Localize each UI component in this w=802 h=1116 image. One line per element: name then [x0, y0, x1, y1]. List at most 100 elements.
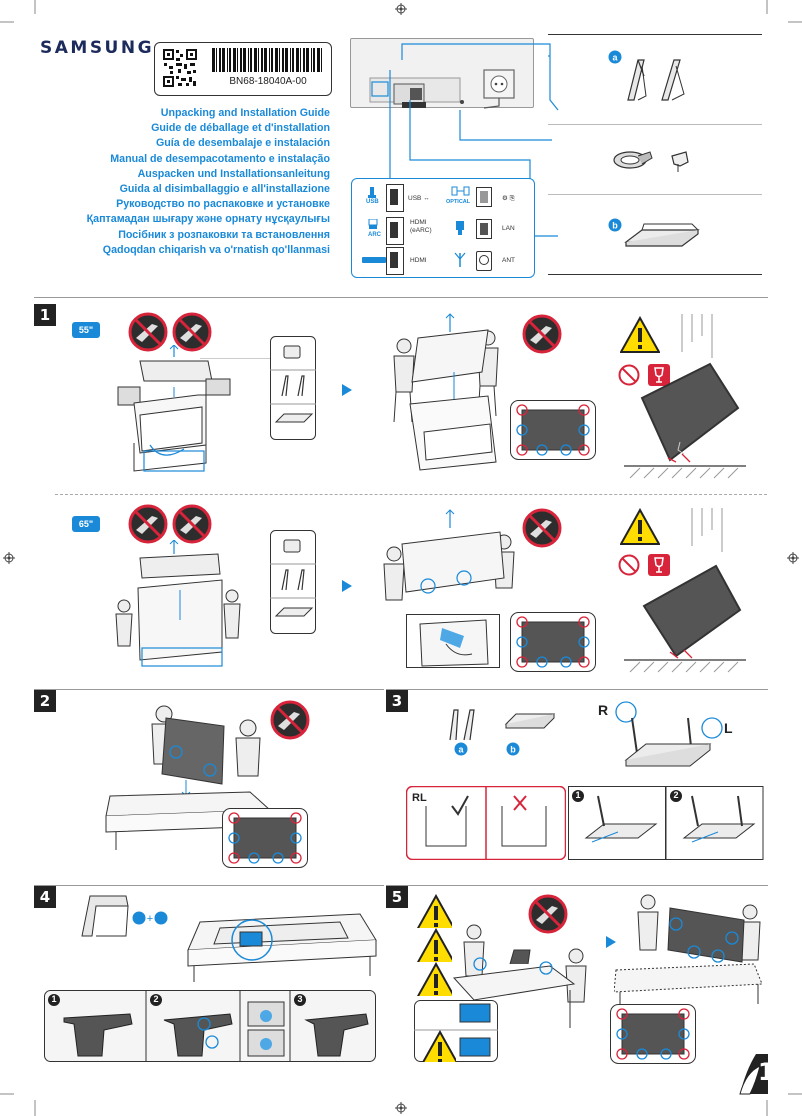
antenna-icon: [454, 252, 466, 267]
parts-divider-1: [548, 124, 762, 125]
page-number: 1: [758, 1058, 775, 1086]
next-arrow-icon: [342, 384, 352, 396]
hdmi-port: [386, 247, 404, 275]
part-a-plus-b-badges: +: [132, 911, 168, 925]
no-knife-icon: [270, 700, 310, 740]
settings-port-icon: ⚙ ⎘: [502, 195, 515, 202]
parts-divider-bottom: [548, 274, 762, 275]
hand-detail-65: [406, 614, 500, 668]
part-b-letter: b: [612, 221, 618, 231]
lifting-tv-65-illustration: [383, 509, 515, 601]
hdmi-earc-label-top: HDMI: [410, 219, 427, 226]
usb-icon: [368, 187, 376, 198]
power-outlet-icon: [483, 69, 515, 109]
box-unpack-55-illustration: [117, 345, 231, 472]
warning-icon: [416, 929, 452, 962]
place-tv-on-table-illustration: [105, 705, 272, 850]
part-a-badge: a: [454, 742, 468, 756]
no-knife-icon: [522, 508, 562, 548]
optical-port: [476, 187, 492, 207]
no-knife-icon: [128, 504, 168, 544]
arc-icon: [368, 219, 378, 229]
warning-icon: [416, 963, 452, 996]
arc-label: ARC: [368, 232, 381, 238]
ant-port: [476, 251, 492, 271]
parts-divider-2: [548, 194, 762, 195]
guide-title-3: Manual de desempacotamento e instalação: [110, 152, 330, 165]
stand-assembly-steps: [568, 786, 764, 860]
guide-title-7: Қаптамадан шығару және орнату нұсқаулығы: [86, 213, 330, 226]
no-knife-icon: [172, 504, 212, 544]
leg-orientation-box: [406, 786, 566, 860]
guide-title-2: Guía de desembalaje e instalación: [155, 137, 330, 150]
lan-port: [476, 219, 492, 239]
ant-label: ANT: [502, 257, 515, 264]
leader-line: [200, 358, 270, 359]
next-arrow-icon: [606, 936, 616, 948]
sub-step-1-label: 1: [575, 790, 581, 800]
rl-label: RL: [412, 792, 427, 804]
optical-label: OPTICAL: [446, 199, 471, 205]
usb-port-label: USB ↔: [408, 195, 430, 202]
stand-legs-icon: [627, 59, 685, 101]
hdmi-arc-port: [386, 217, 404, 245]
right-leg-label: R: [598, 702, 609, 718]
foam-corner-detail-55: [510, 400, 596, 460]
lift-tv-with-stand-illustration: [452, 924, 587, 1036]
guide-title-8: Посібник з розпаковки та встановлення: [118, 228, 330, 241]
port-panel: USB USB ↔ OPTICAL ⚙ ⎘ ARC HDMI(eARC) LAN…: [351, 178, 535, 278]
guide-title-5: Guida al disimballaggio e all'installazi…: [119, 183, 330, 196]
registration-mark-left: [3, 552, 15, 564]
left-leg-label: L: [724, 720, 733, 736]
page-turn-icon: [739, 1054, 768, 1095]
foam-corner-detail-step5: [610, 1004, 696, 1064]
warning-icon: [420, 1031, 456, 1062]
stand-base-icon: [624, 223, 700, 247]
step4-sub-2: 2: [153, 994, 159, 1004]
box-unpack-65-illustration: [115, 540, 241, 667]
size-65-tag: 65": [72, 516, 100, 532]
barcode-icon: [212, 48, 322, 72]
guide-title-0: Unpacking and Installation Guide: [160, 107, 330, 119]
parts-box-65: [270, 530, 316, 634]
optical-icon: [451, 186, 470, 196]
step-1-number: 1: [34, 304, 56, 326]
part-b-letter: b: [510, 745, 516, 755]
section-divider-4: [34, 885, 384, 886]
foam-corner-detail-step2: [222, 808, 308, 868]
section-divider-2: [34, 689, 384, 690]
cable-and-clip-icon: [613, 151, 689, 172]
hdmi-earc-label: HDMI(eARC): [410, 219, 432, 235]
registration-mark-top: [395, 3, 407, 15]
part-a-badge: a: [608, 50, 622, 64]
guide-title-1: Guide de déballage et d'installation: [151, 122, 330, 135]
hdmi-cable-icon: [362, 257, 386, 263]
tv-drop-65-illustration: [624, 508, 746, 673]
hdmi-earc-label-bottom: (eARC): [410, 227, 432, 234]
assembled-stand-illustration: [615, 701, 723, 767]
part-b-badge: b: [608, 218, 622, 232]
warning-icon: [416, 895, 452, 928]
part-a-letter: a: [612, 53, 618, 63]
stand-parts-illustration: [449, 709, 556, 741]
parts-divider-top: [548, 34, 762, 35]
part-b-badge: b: [506, 742, 520, 756]
section-divider-3: [386, 689, 768, 690]
step-4-number: 4: [34, 886, 56, 908]
registration-mark-right: [787, 552, 799, 564]
lan-icon: [456, 221, 464, 235]
next-arrow-icon: [342, 580, 352, 592]
section-divider-5: [386, 885, 768, 886]
step-2-number: 2: [34, 690, 56, 712]
tv-facedown-on-table-illustration: [187, 913, 377, 982]
parts-box-55: [270, 336, 316, 440]
usb-label: USB: [366, 199, 379, 205]
usb-port: [386, 184, 404, 212]
step4-sub-3: 3: [297, 994, 303, 1004]
step4-detail-panels: [44, 990, 376, 1062]
tv-upright-on-stand-illustration: [614, 894, 763, 1010]
registration-mark-bottom: [395, 1102, 407, 1114]
step-3-number: 3: [386, 690, 408, 712]
part-a-letter: a: [458, 745, 464, 755]
